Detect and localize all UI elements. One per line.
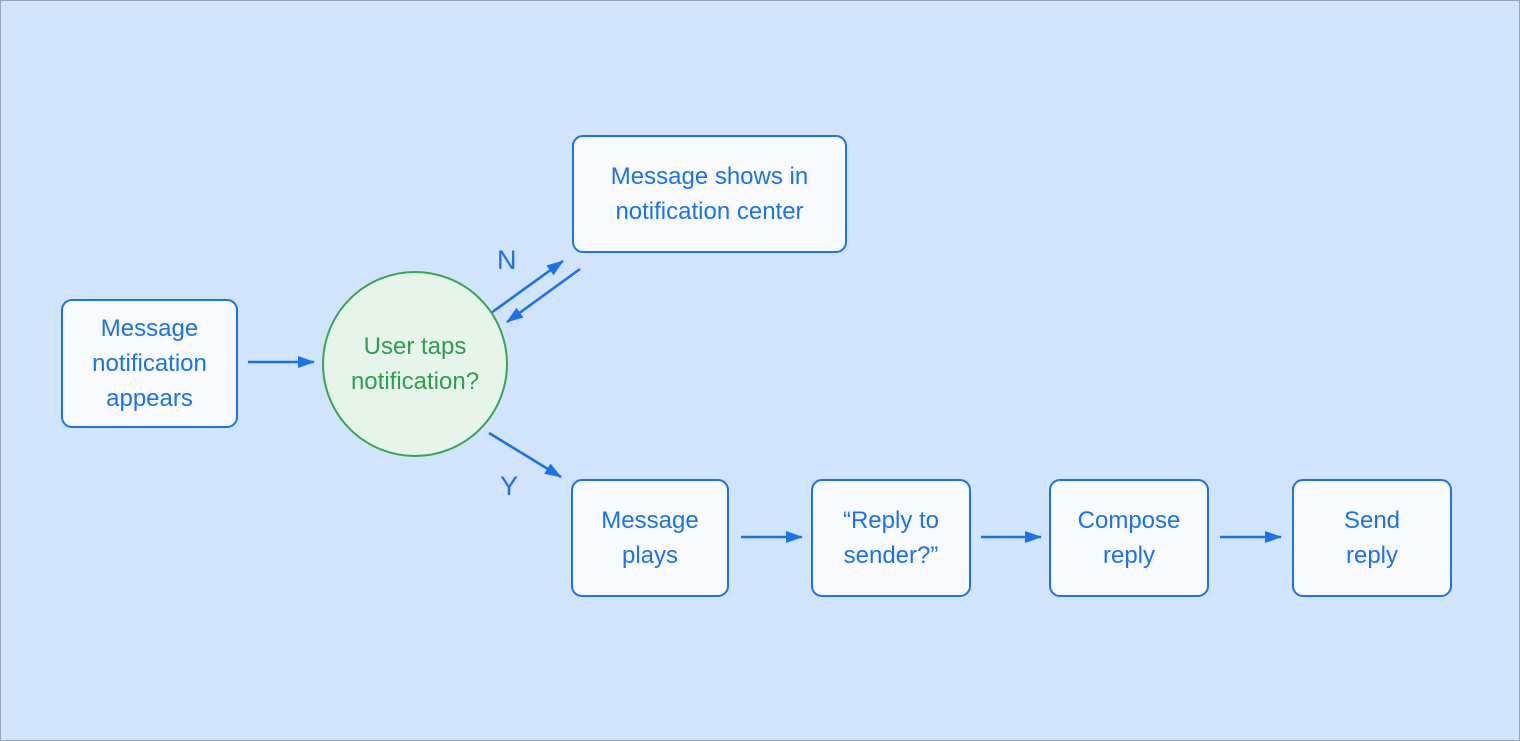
edge-label-yes: Y — [500, 471, 519, 501]
node-reply-to-sender: “Reply to sender?” — [811, 479, 971, 597]
node-label: Send reply — [1343, 507, 1401, 569]
node-message-notification-appears: Message notification appears — [61, 299, 238, 428]
node-message-shows-in-notification-center: Message shows in notification center — [572, 135, 847, 253]
node-user-taps-notification-decision: User taps notification? — [322, 271, 508, 457]
node-label: Message plays — [601, 507, 699, 569]
node-label: User taps notification? — [350, 333, 480, 395]
node-label: Compose reply — [1077, 507, 1181, 569]
edge-label-no: N — [497, 245, 517, 275]
node-send-reply: Send reply — [1292, 479, 1452, 597]
arrow-notification-center-to-decision — [506, 267, 581, 324]
node-compose-reply: Compose reply — [1049, 479, 1209, 597]
node-label: Message notification appears — [92, 315, 207, 412]
node-label: Message shows in notification center — [610, 163, 809, 225]
node-label: “Reply to sender?” — [842, 507, 940, 569]
node-message-plays: Message plays — [571, 479, 729, 597]
